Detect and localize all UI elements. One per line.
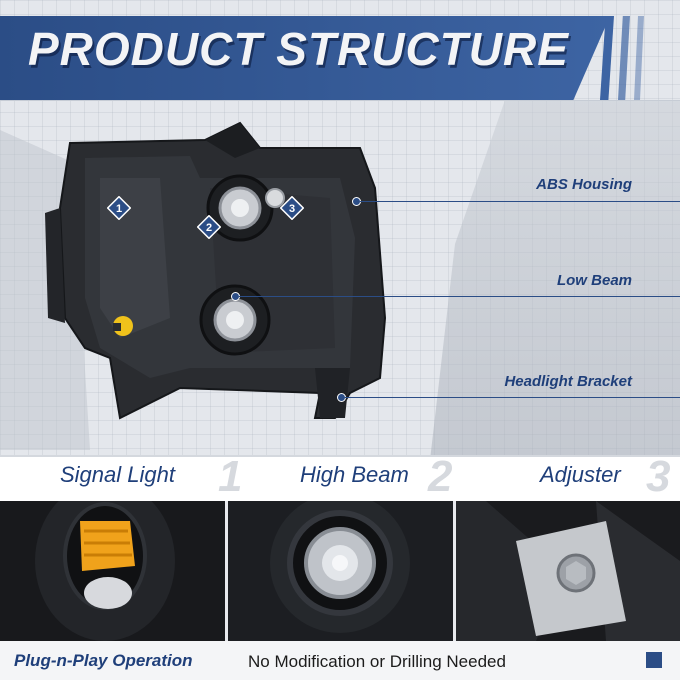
callout-line <box>345 397 680 398</box>
callout-line <box>239 296 680 297</box>
feature-number-3: 3 <box>646 452 671 501</box>
feature-number-2: 2 <box>428 452 453 501</box>
footer-square-icon <box>646 652 662 668</box>
photo-signal-light <box>0 501 225 641</box>
title-banner <box>0 16 610 100</box>
feature-strip <box>0 455 680 503</box>
feature-label-signal-light: Signal Light <box>60 462 175 487</box>
feature-label-adjuster: Adjuster <box>540 462 621 487</box>
page-title: PRODUCT STRUCTURE <box>28 23 569 75</box>
photo-adjuster <box>456 501 680 641</box>
callout-headlight-bracket: Headlight Bracket <box>504 373 632 390</box>
badge-3-icon: 3 <box>280 196 304 220</box>
photo-separator <box>225 501 228 641</box>
badge-2-number: 2 <box>206 222 212 234</box>
footer-lead: Plug-n-Play Operation <box>14 651 193 670</box>
photo-separator <box>453 501 456 641</box>
badge-1-icon: 1 <box>107 196 131 220</box>
badge-3-number: 3 <box>289 203 295 215</box>
divider <box>0 100 680 101</box>
callout-line <box>360 201 680 202</box>
feature-label-high-beam: High Beam <box>300 462 409 487</box>
banner-stripe <box>634 16 644 100</box>
footer-bar <box>0 641 680 680</box>
badge-2-icon: 2 <box>197 215 221 239</box>
callout-low-beam: Low Beam <box>556 272 632 289</box>
callout-abs-housing: ABS Housing <box>536 176 632 193</box>
footer-text: No Modification or Drilling Needed <box>248 652 506 671</box>
photo-high-beam <box>228 501 453 641</box>
badge-1-number: 1 <box>116 203 122 215</box>
headlight-image <box>45 121 387 420</box>
feature-number-1: 1 <box>218 452 243 501</box>
